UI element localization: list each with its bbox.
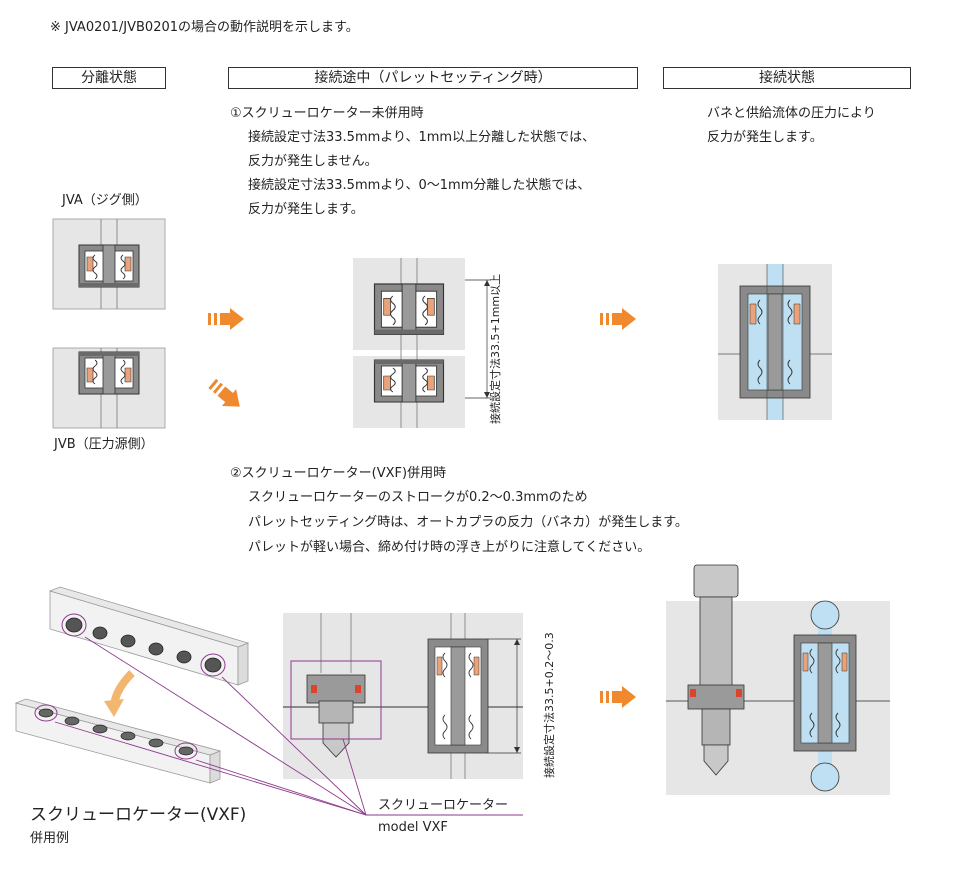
dimension-line-1 xyxy=(465,279,491,399)
vxf-callout-line1: スクリューロケーター xyxy=(378,798,509,813)
arrow-right-icon xyxy=(600,308,636,330)
case2-line3: パレットが軽い場合、締め付け時の浮き上がりに注意してください。 xyxy=(248,540,651,555)
case1-line2: 反力が発生しません。 xyxy=(248,154,378,169)
vxf-example-line2: 併用例 xyxy=(30,831,70,846)
jva-label: JVA（ジグ側） xyxy=(62,193,148,208)
arrow-diagonal-icon xyxy=(208,378,240,407)
jvb-label: JVB（圧力源側） xyxy=(54,437,154,452)
connected-vxf-illustration xyxy=(666,564,890,795)
header-connecting: 接続途中（パレットセッティング時） xyxy=(228,67,638,89)
case2-title: ②スクリューロケーター(VXF)併用時 xyxy=(230,466,447,481)
arrow-right-icon xyxy=(600,686,636,708)
header-separated: 分離状態 xyxy=(52,67,166,89)
vxf-example-line1: スクリューロケーター(VXF) xyxy=(30,805,247,825)
pallet-bars-illustration xyxy=(14,586,250,784)
connected-illustration xyxy=(718,264,832,420)
case1-line4: 反力が発生します。 xyxy=(248,202,364,217)
connecting-illustration xyxy=(353,258,465,428)
case1-title: ①スクリューロケーター未併用時 xyxy=(230,106,424,121)
case2-line1: スクリューロケーターのストロークが0.2〜0.3mmのため xyxy=(248,490,588,505)
jva-coupler-illustration xyxy=(52,218,166,310)
connected-line2: 反力が発生します。 xyxy=(707,130,823,145)
vxf-detail-illustration xyxy=(283,613,523,779)
vxf-callout-line2: model VXF xyxy=(378,820,448,835)
arrow-right-icon xyxy=(208,308,244,330)
case1-line3: 接続設定寸法33.5mmより、0〜1mm分離した状態では、 xyxy=(248,178,591,193)
jvb-coupler-illustration xyxy=(52,347,166,429)
header-connected: 接続状態 xyxy=(663,67,911,89)
note-text: ※ JVA0201/JVB0201の場合の動作説明を示します。 xyxy=(50,20,359,35)
case2-line2: パレットセッティング時は、オートカプラの反力（バネカ）が発生します。 xyxy=(248,515,688,530)
case1-line1: 接続設定寸法33.5mmより、1mm以上分離した状態では、 xyxy=(248,130,596,145)
connected-line1: バネと供給流体の圧力により xyxy=(707,106,876,121)
